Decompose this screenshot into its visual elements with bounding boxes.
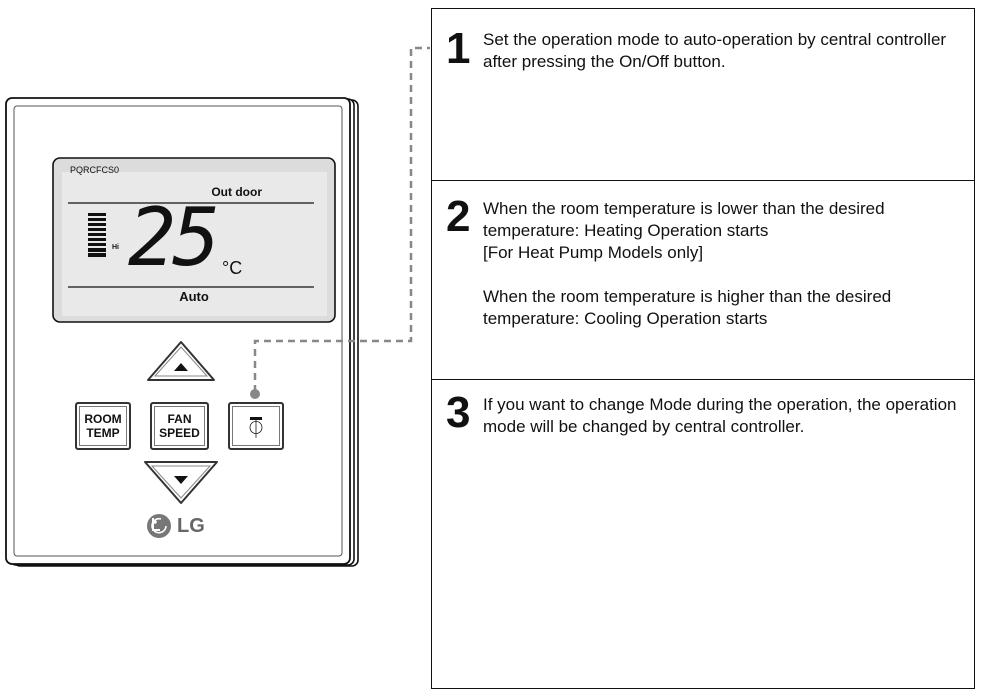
- step-line: [For Heat Pump Models only]: [483, 243, 704, 262]
- step-text: When the room temperature is lower than …: [483, 198, 964, 330]
- instruction-panel: 1 Set the operation mode to auto-operati…: [431, 8, 975, 689]
- fan-level-bars: [88, 213, 106, 257]
- step-line: Set the operation mode to auto-operation…: [483, 30, 947, 71]
- step-line: If you want to change Mode during the op…: [483, 395, 957, 436]
- step-number: 1: [446, 24, 471, 73]
- step-3: 3 If you want to change Mode during the …: [432, 380, 974, 688]
- step-line: When the room temperature is higher than…: [483, 287, 892, 328]
- brand-logo-text: LG: [177, 515, 205, 537]
- power-bar-icon: [250, 416, 262, 420]
- model-label: PQRCFCS0: [70, 165, 120, 175]
- step-number: 2: [446, 192, 471, 241]
- fan-level-label: Hi: [112, 244, 119, 251]
- room-temp-label-line2: TEMP: [86, 426, 120, 440]
- fan-speed-button[interactable]: FAN SPEED: [150, 402, 209, 450]
- step-number: 3: [446, 388, 471, 437]
- step-1: 1 Set the operation mode to auto-operati…: [432, 9, 974, 181]
- step-text: Set the operation mode to auto-operation…: [483, 29, 964, 73]
- power-icon: ⏀: [246, 417, 266, 440]
- step-line: When the room temperature is lower than …: [483, 199, 885, 240]
- step-2: 2 When the room temperature is lower tha…: [432, 181, 974, 380]
- outdoor-label: Out door: [211, 185, 262, 199]
- mode-label: Auto: [179, 289, 209, 304]
- fan-speed-label-line2: SPEED: [159, 426, 200, 440]
- temperature-readout: 25: [128, 191, 220, 284]
- room-temp-button[interactable]: ROOM TEMP: [75, 402, 131, 450]
- step-text: If you want to change Mode during the op…: [483, 394, 964, 438]
- temperature-unit: °C: [222, 258, 243, 278]
- fan-speed-label-line1: FAN: [167, 412, 192, 426]
- power-button[interactable]: ⏀: [228, 402, 284, 450]
- room-temp-label-line1: ROOM: [84, 412, 122, 426]
